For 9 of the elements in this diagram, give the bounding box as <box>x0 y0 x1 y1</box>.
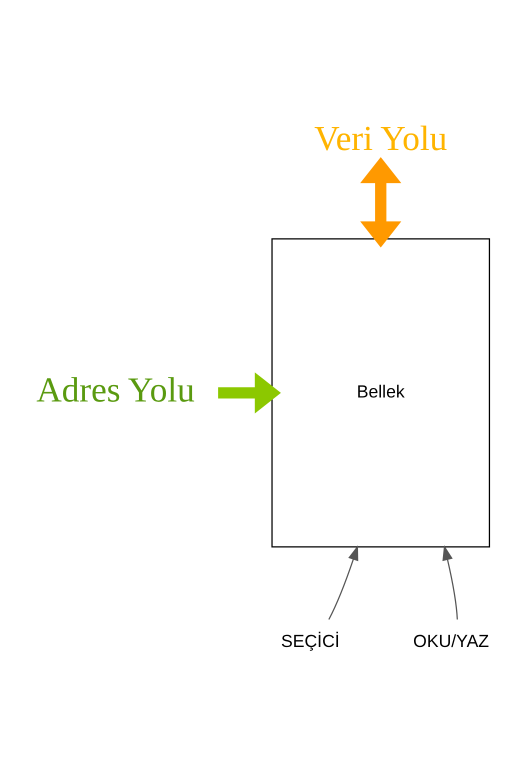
arrow <box>218 372 281 413</box>
node-text: Adres Yolu <box>36 370 195 410</box>
arrow <box>442 544 458 620</box>
node-box: Bellek <box>271 238 490 547</box>
node-text: SEÇİCİ <box>281 630 340 650</box>
node-text: OKU/YAZ <box>413 630 490 650</box>
arrow <box>328 544 358 620</box>
arrow <box>360 156 402 248</box>
node-text: Veri Yolu <box>314 118 448 158</box>
